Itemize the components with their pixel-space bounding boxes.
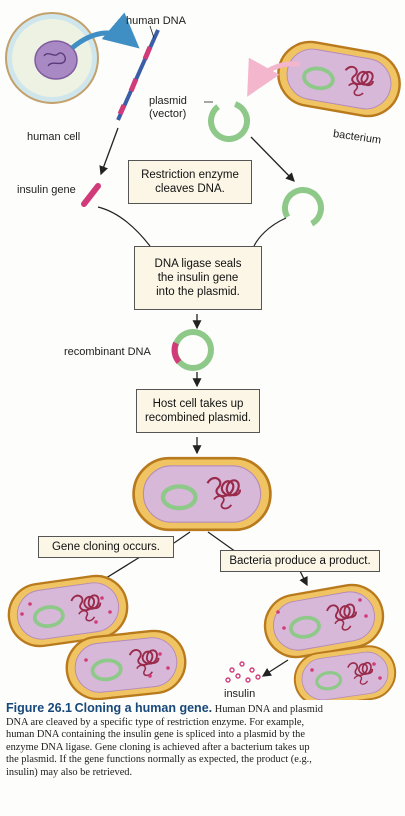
host-line-1: Host cell takes up [152,398,244,410]
recombinant-plasmid [171,329,214,371]
human-dna-label: human DNA [126,15,186,27]
insulin-product-dots [225,661,261,683]
product-box: Bacteria produce a product. [220,550,380,572]
branch-right-line [207,531,237,553]
figure-caption: Figure 26.1 Cloning a human gene. Human … [6,702,400,780]
caption-line-2: human DNA containing the insulin gene is… [6,729,305,741]
plasmid-to-ligase-line [253,217,287,247]
restriction-line-2: cleaves DNA. [155,183,225,195]
product-line: Bacteria produce a product. [229,555,371,567]
product-arrow [299,570,308,587]
insulin-gene-to-ligase-line [97,206,151,247]
branch-left-line [173,531,191,544]
caption-lead: Human DNA and plasmid [214,704,323,715]
diagram-artwork [2,12,405,711]
caption-line-4: the plasmid. If the gene functions norma… [6,754,312,766]
insulin-dots-in-cells [20,596,382,680]
caption-first-line: Figure 26.1 Cloning a human gene. Human … [6,702,400,717]
caption-line-3: enzyme DNA ligase. Gene cloning is achie… [6,741,310,753]
recombinant-dna-label: recombinant DNA [64,346,151,358]
gene-cloning-diagram: human DNA human cell plasmid (vector) ba… [2,12,405,711]
cloning-line: Gene cloning occurs. [51,541,161,553]
figure-title: Cloning a human gene. [74,701,213,715]
cut-plasmid [282,187,325,229]
human-cell [5,12,99,104]
secrete-arrow [261,659,289,677]
human-cell-label: human cell [27,131,81,143]
bacterium-transformed [134,458,271,530]
restriction-enzyme-box: Restriction enzyme cleaves DNA. [128,160,252,204]
host-cell-box: Host cell takes up recombined plasmid. [136,389,260,433]
caption-line-1: DNA are cleaved by a specific type of re… [6,716,305,728]
insulin-gene-label: insulin gene [17,184,76,196]
extract-plasmid-arrow [247,57,301,97]
cleave-arrow [250,136,295,182]
isolate-gene-arrow [99,127,119,176]
restriction-line-1: Restriction enzyme [141,169,239,181]
ligase-line-1: DNA ligase seals [154,258,242,270]
host-line-2: recombined plasmid. [144,412,252,424]
plasmid-ring [208,100,250,142]
plasmid-label: plasmid [149,95,187,107]
ligase-line-2: the insulin gene [157,272,239,284]
caption-line-5: insulin) may also be retrieved. [6,766,133,778]
gene-cloning-box: Gene cloning occurs. [38,536,174,558]
ligase-line-3: into the plasmid. [156,286,240,298]
insulin-label: insulin [224,688,256,700]
bacterium-top [271,34,405,124]
dna-ligase-box: DNA ligase seals the insulin gene into t… [134,246,262,310]
vector-label: (vector) [149,108,187,120]
human-dna-leader [149,25,155,39]
extract-dna-arrow [70,12,140,50]
figure-number: Figure 26.1 [6,701,72,715]
human-dna-strand [116,29,160,121]
insulin-gene-fragment [81,183,101,207]
